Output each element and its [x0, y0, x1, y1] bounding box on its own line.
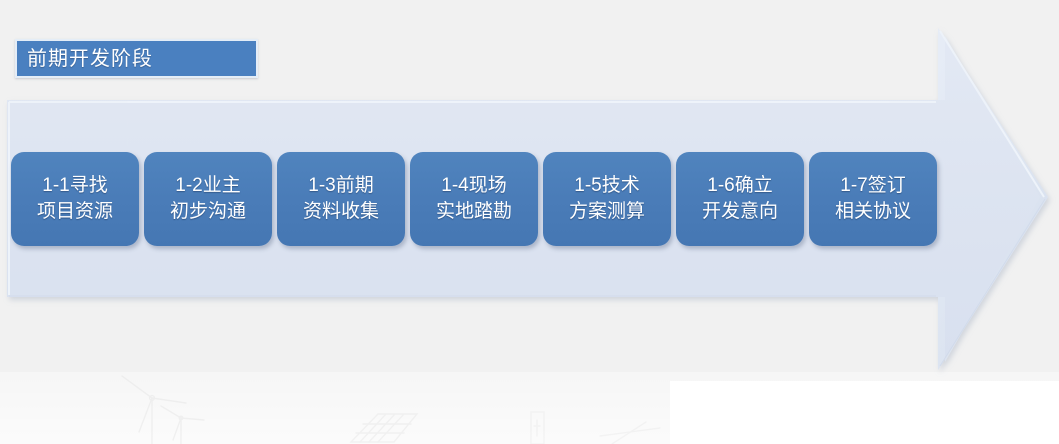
step-label-line1: 1-5技术 — [574, 175, 640, 196]
arrow-edge-shade — [9, 198, 1046, 367]
process-step-list: 1-1寻找 项目资源 1-2业主 初步沟通 1-3前期 资料收集 1-4现场 实… — [11, 152, 941, 246]
step-label-line2: 项目资源 — [36, 201, 113, 222]
process-step-1-7[interactable]: 1-7签订 相关协议 — [809, 152, 937, 246]
arrow-edge-highlight — [8, 30, 1045, 295]
step-label-line1: 1-4现场 — [441, 175, 507, 196]
process-step-1-3[interactable]: 1-3前期 资料收集 — [277, 152, 405, 246]
phase-banner: 前期开发阶段 — [15, 39, 258, 78]
process-step-1-2[interactable]: 1-2业主 初步沟通 — [144, 152, 272, 246]
step-label-line2: 相关协议 — [834, 201, 911, 222]
step-label-line2: 开发意向 — [701, 201, 778, 222]
step-label-line2: 资料收集 — [302, 201, 379, 222]
step-label-line2: 初步沟通 — [169, 201, 246, 222]
background-white-block — [670, 381, 1059, 444]
process-step-1-4[interactable]: 1-4现场 实地踏勘 — [410, 152, 538, 246]
process-step-1-6[interactable]: 1-6确立 开发意向 — [676, 152, 804, 246]
process-step-1-5[interactable]: 1-5技术 方案测算 — [543, 152, 671, 246]
step-label-line1: 1-7签订 — [840, 175, 906, 196]
step-label-line1: 1-2业主 — [175, 175, 241, 196]
process-step-1-1[interactable]: 1-1寻找 项目资源 — [11, 152, 139, 246]
step-label-line1: 1-3前期 — [308, 175, 374, 196]
step-label-line1: 1-1寻找 — [42, 175, 108, 196]
step-label-line1: 1-6确立 — [707, 175, 773, 196]
phase-banner-title: 前期开发阶段 — [27, 47, 153, 70]
step-label-line2: 实地踏勘 — [435, 201, 512, 222]
step-label-line2: 方案测算 — [568, 201, 645, 222]
